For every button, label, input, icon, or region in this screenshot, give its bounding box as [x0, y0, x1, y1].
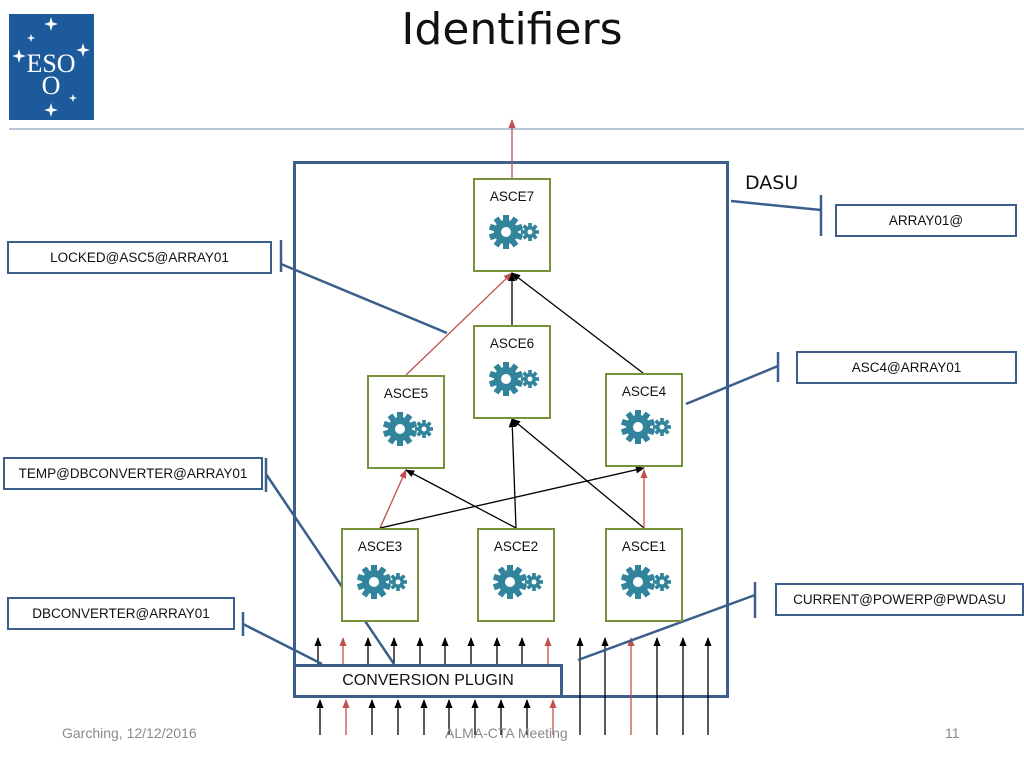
gears-icon [621, 410, 671, 444]
gears-icon [383, 412, 433, 446]
eso-logo-graphic: ESO O [12, 17, 90, 117]
component-asce6: ASCE6 [473, 325, 551, 419]
component-label: ASCE3 [357, 539, 403, 554]
eso-logo: ESO O [9, 14, 94, 120]
component-asce7: ASCE7 [473, 178, 551, 272]
component-label: ASCE5 [383, 386, 429, 401]
plugin-input-arrows [316, 699, 557, 735]
component-label: ASCE7 [489, 189, 535, 204]
component-label: ASCE2 [493, 539, 539, 554]
gears-icon [493, 565, 543, 599]
identifier-array01: ARRAY01@ [835, 204, 1017, 237]
component-asce2: ASCE2 [477, 528, 555, 622]
direct-input-arrows [576, 637, 712, 735]
component-asce5: ASCE5 [367, 375, 445, 469]
conversion-plugin: CONVERSION PLUGIN [293, 664, 563, 698]
svg-text:ESO: ESO [26, 49, 75, 78]
component-asce1: ASCE1 [605, 528, 683, 622]
component-asce4: ASCE4 [605, 373, 683, 467]
plugin-output-arrows [314, 637, 552, 664]
dasu-label: DASU [745, 172, 799, 194]
gears-icon [621, 565, 671, 599]
component-label: ASCE4 [621, 384, 667, 399]
identifier-asc4: ASC4@ARRAY01 [796, 351, 1017, 384]
title-divider [9, 128, 1024, 130]
component-asce3: ASCE3 [341, 528, 419, 622]
footer-event: ALMA-CTA Meeting [445, 725, 568, 741]
callout-lines [241, 195, 823, 666]
footer-page-number: 11 [945, 725, 960, 741]
component-label: ASCE1 [621, 539, 667, 554]
svg-text:O: O [42, 71, 61, 100]
page-title: Identifiers [401, 4, 623, 55]
footer-location-date: Garching, 12/12/2016 [62, 725, 197, 741]
component-label: ASCE6 [489, 336, 535, 351]
identifier-dbconverter: DBCONVERTER@ARRAY01 [7, 597, 235, 630]
dependency-arrows [379, 272, 648, 529]
gears-icon [489, 215, 539, 249]
gears-icon [489, 362, 539, 396]
identifier-current: CURRENT@POWERP@PWDASU [775, 583, 1024, 616]
identifier-locked: LOCKED@ASC5@ARRAY01 [7, 241, 272, 274]
gears-icon [357, 565, 407, 599]
identifier-temp: TEMP@DBCONVERTER@ARRAY01 [3, 457, 263, 490]
